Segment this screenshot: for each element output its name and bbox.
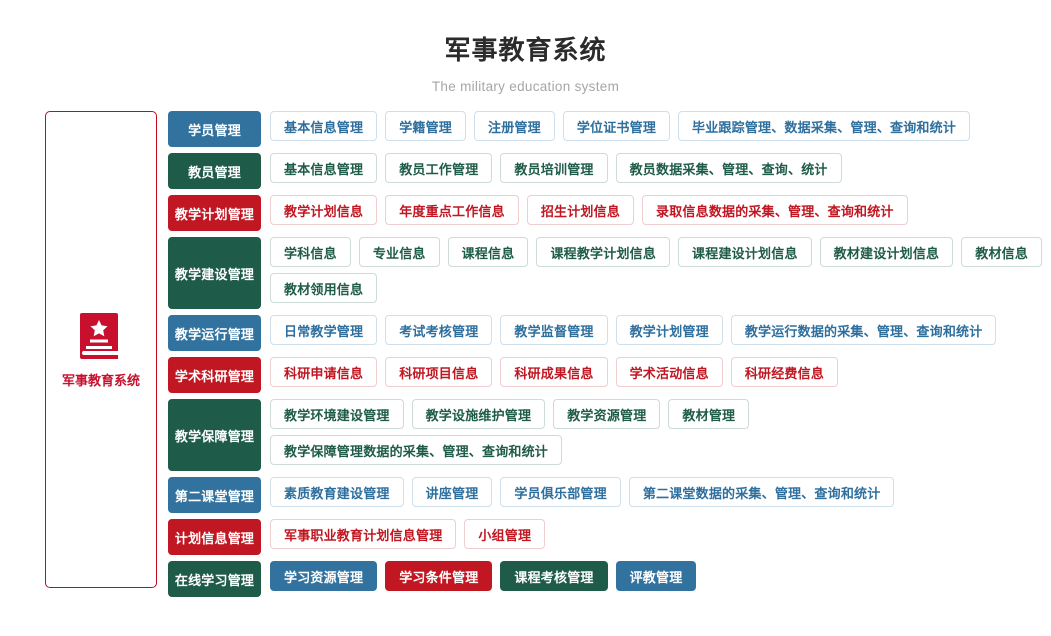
module-item-button[interactable]: 科研成果信息 [500, 357, 608, 387]
module-item-list: 教学计划信息年度重点工作信息招生计划信息录取信息数据的采集、管理、查询和统计 [270, 195, 1051, 231]
module-item-button[interactable]: 教学设施维护管理 [411, 399, 546, 429]
module-item-list: 基本信息管理教员工作管理教员培训管理教员数据采集、管理、查询、统计 [270, 153, 1051, 189]
module-item-button[interactable]: 讲座管理 [411, 477, 493, 507]
module-item-button[interactable]: 小组管理 [464, 519, 546, 549]
module-item-button[interactable]: 教员数据采集、管理、查询、统计 [615, 153, 842, 183]
module-item-list: 学科信息专业信息课程信息课程教学计划信息课程建设计划信息教材建设计划信息教材信息… [270, 237, 1051, 309]
module-item-button[interactable]: 教学环境建设管理 [270, 399, 404, 429]
module-item-button[interactable]: 年度重点工作信息 [385, 195, 519, 225]
module-item-button[interactable]: 教材领用信息 [270, 273, 378, 303]
module-item-button[interactable]: 学术活动信息 [615, 357, 723, 387]
module-item-list: 科研申请信息科研项目信息科研成果信息学术活动信息科研经费信息 [270, 357, 1051, 393]
module-item-button[interactable]: 教学保障管理数据的采集、管理、查询和统计 [270, 435, 563, 465]
module-item-button[interactable]: 教学运行数据的采集、管理、查询和统计 [730, 315, 997, 345]
module-item-list: 军事职业教育计划信息管理小组管理 [270, 519, 1051, 555]
module-item-button[interactable]: 学员俱乐部管理 [500, 477, 621, 507]
module-item-button[interactable]: 科研经费信息 [730, 357, 839, 387]
module-item-list: 基本信息管理学籍管理注册管理学位证书管理毕业跟踪管理、数据采集、管理、查询和统计 [270, 111, 1051, 147]
module-item-button[interactable]: 招生计划信息 [526, 195, 635, 225]
module-item-button[interactable]: 教学资源管理 [553, 399, 661, 429]
module-item-button[interactable]: 教学计划管理 [615, 315, 723, 345]
module-item-button[interactable]: 第二课堂数据的采集、管理、查询和统计 [628, 477, 895, 507]
module-item-button[interactable]: 学习条件管理 [385, 561, 493, 591]
module-item-button[interactable]: 科研申请信息 [270, 357, 378, 387]
system-panel[interactable]: 军事教育系统 [45, 111, 157, 588]
page-subtitle: The military education system [431, 79, 620, 94]
category-button[interactable]: 学术科研管理 [168, 357, 261, 393]
module-item-button[interactable]: 教学监督管理 [500, 315, 608, 345]
module-row: 计划信息管理军事职业教育计划信息管理小组管理 [168, 519, 1051, 555]
module-item-button[interactable]: 素质教育建设管理 [270, 477, 404, 507]
module-row: 教员管理基本信息管理教员工作管理教员培训管理教员数据采集、管理、查询、统计 [168, 153, 1051, 189]
module-item-list: 日常教学管理考试考核管理教学监督管理教学计划管理教学运行数据的采集、管理、查询和… [270, 315, 1051, 351]
module-item-button[interactable]: 日常教学管理 [270, 315, 378, 345]
module-row: 第二课堂管理素质教育建设管理讲座管理学员俱乐部管理第二课堂数据的采集、管理、查询… [168, 477, 1051, 513]
module-item-button[interactable]: 教材管理 [668, 399, 750, 429]
system-panel-label: 军事教育系统 [61, 372, 140, 388]
category-button[interactable]: 学员管理 [168, 111, 261, 147]
category-button[interactable]: 教学计划管理 [168, 195, 261, 231]
module-item-button[interactable]: 课程教学计划信息 [536, 237, 671, 267]
module-item-button[interactable]: 教材信息 [961, 237, 1043, 267]
category-button[interactable]: 教学保障管理 [168, 399, 261, 471]
category-button[interactable]: 教员管理 [168, 153, 261, 189]
module-item-button[interactable]: 注册管理 [474, 111, 555, 141]
module-item-list: 学习资源管理学习条件管理课程考核管理评教管理 [270, 561, 1051, 597]
module-row: 教学建设管理学科信息专业信息课程信息课程教学计划信息课程建设计划信息教材建设计划… [168, 237, 1051, 309]
module-item-button[interactable]: 学科信息 [270, 237, 351, 267]
module-row: 教学运行管理日常教学管理考试考核管理教学监督管理教学计划管理教学运行数据的采集、… [168, 315, 1051, 351]
module-item-button[interactable]: 学习资源管理 [270, 561, 378, 591]
category-button[interactable]: 第二课堂管理 [168, 477, 261, 513]
module-row: 教学保障管理教学环境建设管理教学设施维护管理教学资源管理教材管理教学保障管理数据… [168, 399, 1051, 471]
module-item-button[interactable]: 教员工作管理 [385, 153, 493, 183]
module-item-button[interactable]: 评教管理 [615, 561, 697, 591]
main-content: 军事教育系统 学员管理基本信息管理学籍管理注册管理学位证书管理毕业跟踪管理、数据… [0, 111, 1051, 603]
module-item-button[interactable]: 考试考核管理 [385, 315, 493, 345]
page-title: 军事教育系统 [444, 35, 607, 65]
module-item-button[interactable]: 专业信息 [358, 237, 440, 267]
module-rows: 学员管理基本信息管理学籍管理注册管理学位证书管理毕业跟踪管理、数据采集、管理、查… [168, 111, 1051, 603]
category-button[interactable]: 教学建设管理 [168, 237, 261, 309]
module-item-button[interactable]: 科研项目信息 [385, 357, 493, 387]
module-item-button[interactable]: 录取信息数据的采集、管理、查询和统计 [642, 195, 908, 225]
module-item-button[interactable]: 课程信息 [447, 237, 529, 267]
book-star-icon [78, 311, 124, 361]
module-item-button[interactable]: 教学计划信息 [270, 195, 378, 225]
module-item-button[interactable]: 课程建设计划信息 [678, 237, 812, 267]
module-item-button[interactable]: 军事职业教育计划信息管理 [270, 519, 457, 549]
module-item-button[interactable]: 基本信息管理 [270, 153, 378, 183]
category-button[interactable]: 计划信息管理 [168, 519, 261, 555]
module-row: 在线学习管理学习资源管理学习条件管理课程考核管理评教管理 [168, 561, 1051, 597]
module-row: 学员管理基本信息管理学籍管理注册管理学位证书管理毕业跟踪管理、数据采集、管理、查… [168, 111, 1051, 147]
category-button[interactable]: 教学运行管理 [168, 315, 261, 351]
page-header: 军事教育系统 The military education system [0, 0, 1051, 94]
module-item-list: 素质教育建设管理讲座管理学员俱乐部管理第二课堂数据的采集、管理、查询和统计 [270, 477, 1051, 513]
module-item-button[interactable]: 学位证书管理 [562, 111, 671, 141]
module-item-button[interactable]: 学籍管理 [385, 111, 467, 141]
module-item-button[interactable]: 教材建设计划信息 [819, 237, 954, 267]
category-button[interactable]: 在线学习管理 [168, 561, 261, 597]
module-item-list: 教学环境建设管理教学设施维护管理教学资源管理教材管理教学保障管理数据的采集、管理… [270, 399, 1051, 471]
module-item-button[interactable]: 课程考核管理 [500, 561, 608, 591]
module-row: 学术科研管理科研申请信息科研项目信息科研成果信息学术活动信息科研经费信息 [168, 357, 1051, 393]
module-item-button[interactable]: 教员培训管理 [500, 153, 608, 183]
module-row: 教学计划管理教学计划信息年度重点工作信息招生计划信息录取信息数据的采集、管理、查… [168, 195, 1051, 231]
module-item-button[interactable]: 基本信息管理 [270, 111, 378, 141]
module-item-button[interactable]: 毕业跟踪管理、数据采集、管理、查询和统计 [678, 111, 971, 141]
